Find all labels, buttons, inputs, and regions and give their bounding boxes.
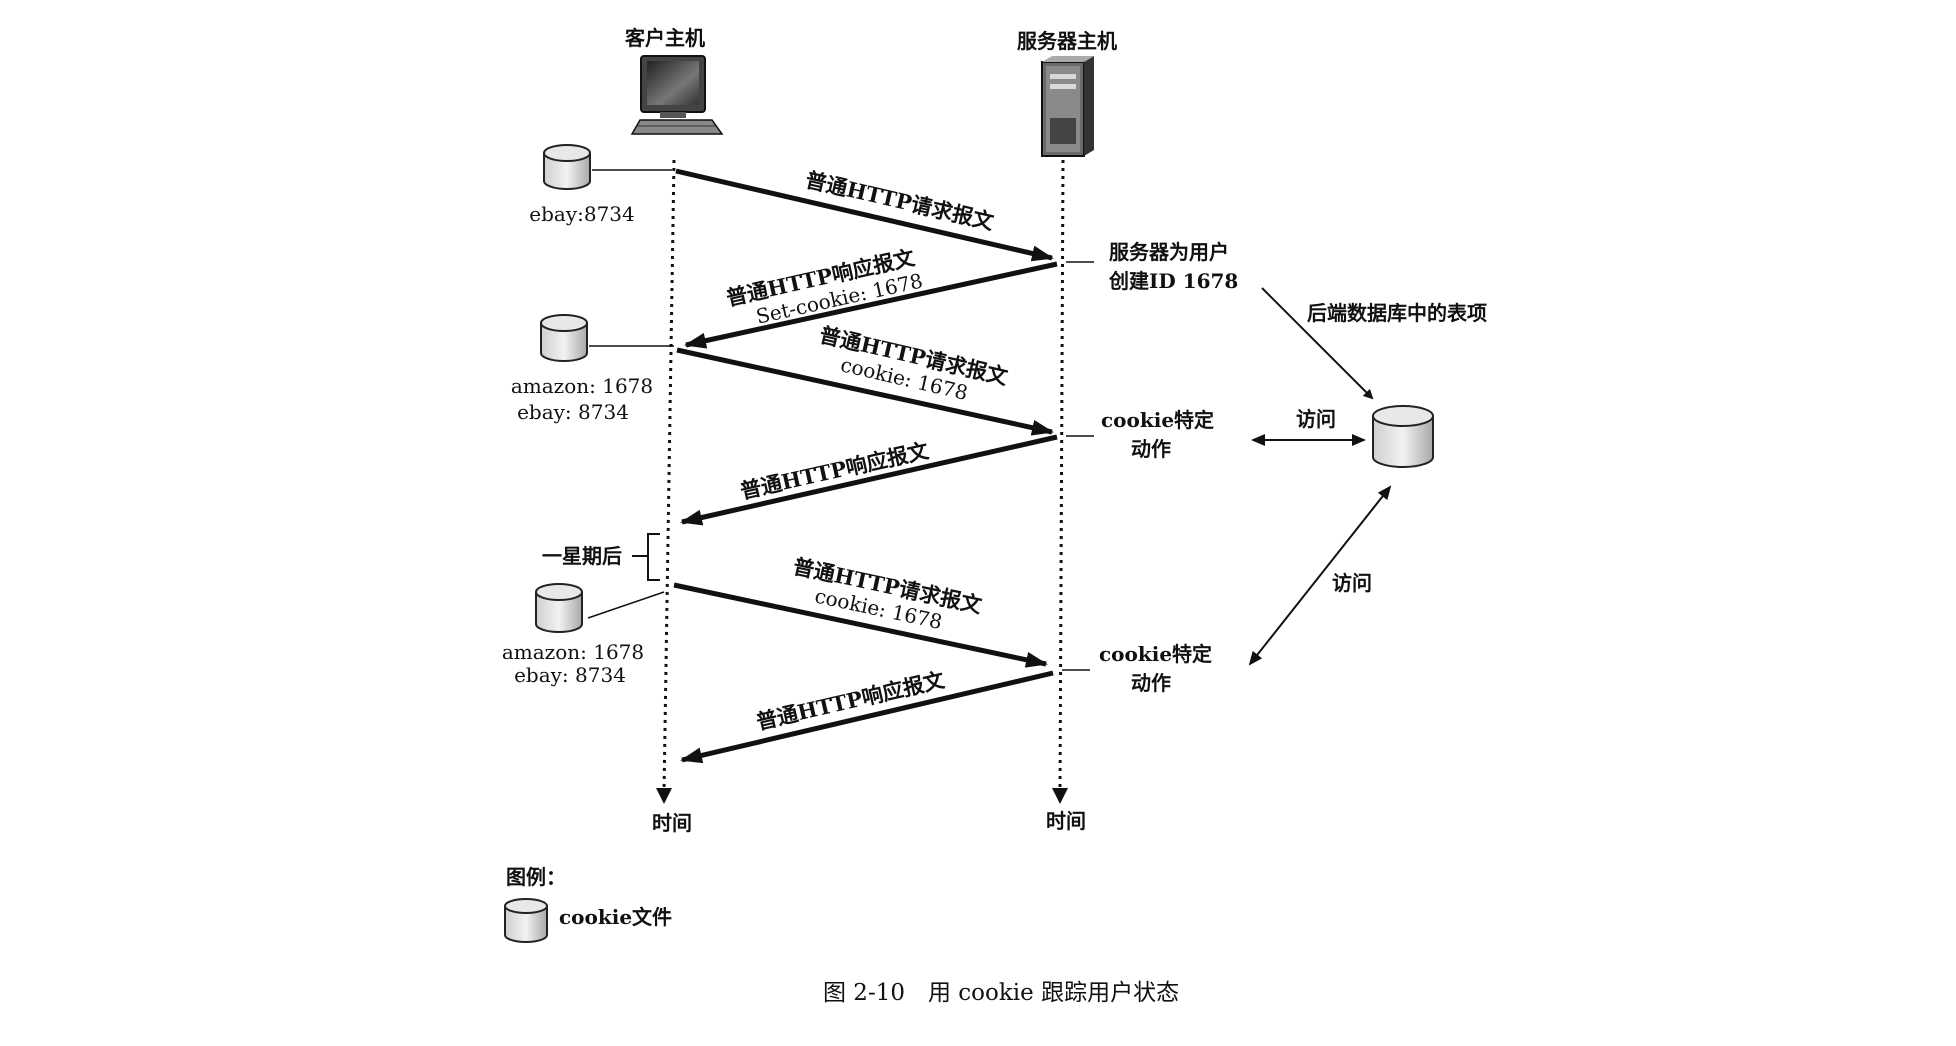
- client-timeline-arrowhead: [656, 788, 672, 804]
- access-label-2: 访问: [1332, 571, 1372, 595]
- access-label-1: 访问: [1296, 407, 1336, 431]
- figure-caption: 图 2-10 用 cookie 跟踪用户状态: [823, 980, 1179, 1006]
- client-computer-icon: [630, 55, 724, 135]
- backend-database-icon: [1372, 405, 1434, 468]
- svg-text:普通HTTP响应报文: 普通HTTP响应报文: [754, 667, 948, 735]
- client-timeline: [662, 159, 676, 793]
- cookie-file-text-3a: amazon: 1678: [502, 640, 644, 664]
- message-arrow-6: [680, 670, 1054, 764]
- legend-cookie-file-icon: [504, 898, 548, 943]
- cookie-action-note-2-line1: cookie特定: [1099, 642, 1212, 666]
- message-label-2: 普通HTTP响应报文 Set-cookie: 1678: [724, 244, 925, 328]
- server-host-label: 服务器主机: [1017, 29, 1117, 53]
- access-arrow-2: [1248, 485, 1392, 666]
- message-arrow-2: [684, 261, 1058, 349]
- cookie-file-icon-2: [540, 314, 588, 362]
- message-arrow-3: [676, 347, 1054, 436]
- legend-title: 图例：: [506, 865, 566, 889]
- cookie-file-icon-1: [543, 144, 591, 190]
- cookie-file-text-3b: ebay: 8734: [514, 663, 626, 687]
- cookie-file-text-2a: amazon: 1678: [511, 374, 653, 398]
- server-timeline: [1058, 159, 1065, 793]
- time-label-client: 时间: [652, 811, 692, 835]
- cookie-action-note-2-line2: 动作: [1131, 671, 1171, 695]
- one-week-later-label: 一星期后: [542, 544, 622, 568]
- cookie-file-icon-3: [535, 583, 583, 633]
- create-id-note-line2: 创建ID 1678: [1108, 269, 1238, 293]
- legend-cookie-file-label: cookie文件: [559, 905, 672, 929]
- client-host-label: 客户主机: [624, 26, 705, 50]
- server-timeline-arrowhead: [1052, 788, 1068, 804]
- cookie-action-note-1-line1: cookie特定: [1101, 408, 1214, 432]
- backend-db-pointer-arrow: [1261, 287, 1374, 400]
- message-label-6: 普通HTTP响应报文: [754, 667, 948, 735]
- message-arrow-4: [680, 434, 1058, 526]
- backend-db-label: 后端数据库中的表项: [1307, 301, 1487, 325]
- cookie-file-text-2b: ebay: 8734: [517, 400, 629, 424]
- cookie-file-connector-3: [587, 591, 665, 619]
- message-arrow-5: [673, 582, 1048, 668]
- message-arrow-1: [675, 168, 1054, 262]
- time-label-server: 时间: [1046, 809, 1086, 833]
- server-tower-icon: [1041, 56, 1094, 157]
- create-id-note-line1: 服务器为用户: [1109, 240, 1229, 264]
- cookie-action-note-1-line2: 动作: [1131, 437, 1171, 461]
- cookie-file-text-1: ebay:8734: [529, 202, 635, 226]
- one-week-bracket: [647, 533, 660, 581]
